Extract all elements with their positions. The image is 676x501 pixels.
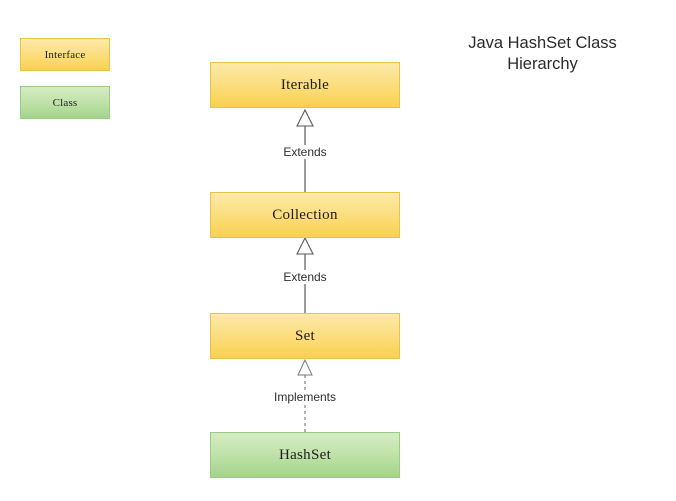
legend-class-label: Class [52,96,78,109]
legend-item-interface: Interface [20,38,110,71]
hollow-triangle-arrow-icon [297,358,313,376]
title-line-2: Hierarchy [507,55,578,73]
diagram-title: Java HashSet Class Hierarchy [420,33,665,75]
hollow-triangle-arrow-icon [296,236,314,255]
edge-label-extends-collection-iterable: Extends [279,145,331,159]
node-collection-label: Collection [272,206,338,223]
hollow-triangle-arrow-icon [296,108,314,127]
title-line-1: Java HashSet Class [468,34,617,52]
edge-label-implements-hashset-set: Implements [269,390,341,404]
legend-interface-label: Interface [44,48,86,61]
node-hashset[interactable]: HashSet [210,432,400,478]
node-iterable-label: Iterable [280,76,330,93]
node-set-label: Set [294,327,316,344]
edge-label-extends-set-collection: Extends [279,270,331,284]
node-set[interactable]: Set [210,313,400,359]
legend-item-class: Class [20,86,110,119]
node-iterable[interactable]: Iterable [210,62,400,108]
node-collection[interactable]: Collection [210,192,400,238]
node-hashset-label: HashSet [278,446,332,463]
